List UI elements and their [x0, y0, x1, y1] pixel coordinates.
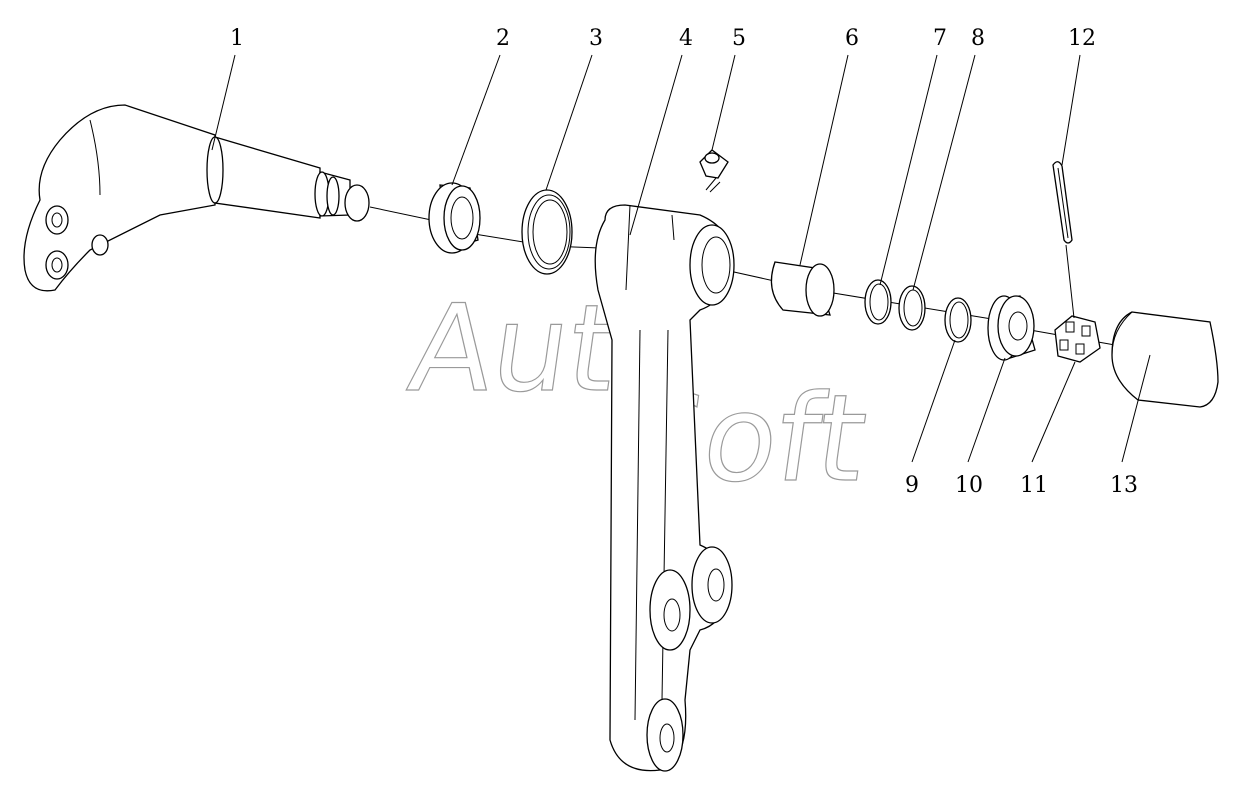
part-10-washer	[987, 295, 1036, 361]
callout-2: 2	[496, 26, 510, 51]
leader-lines	[211, 54, 1151, 463]
part-11-castle-nut	[1054, 315, 1101, 363]
part-6-sleeve	[770, 261, 835, 317]
callout-4: 4	[679, 26, 693, 51]
part-13-cap	[1111, 311, 1219, 408]
callout-10: 10	[955, 473, 983, 498]
part-12-cotter-pin	[1052, 161, 1073, 244]
part-7-ring	[864, 279, 892, 325]
callout-7: 7	[933, 26, 947, 51]
callout-5: 5	[732, 26, 746, 51]
callout-13: 13	[1110, 473, 1138, 498]
part-9-ring	[944, 297, 972, 343]
part-1-bracket	[23, 104, 370, 292]
part-2-bushing	[428, 182, 481, 254]
part-5-grease-fitting	[699, 149, 729, 193]
callout-11: 11	[1020, 473, 1048, 498]
part-8-ring	[898, 285, 926, 331]
callout-3: 3	[589, 26, 603, 51]
callout-labels: 1 2 3 4 5 6 7 8 9 10 11 12 13	[230, 26, 1138, 498]
callout-8: 8	[971, 26, 985, 51]
part-4-lever-arm	[594, 204, 735, 772]
callout-6: 6	[845, 26, 859, 51]
callout-9: 9	[905, 473, 919, 498]
callout-12: 12	[1068, 26, 1096, 51]
part-3-seal-ring	[521, 189, 573, 275]
callout-1: 1	[230, 26, 244, 51]
